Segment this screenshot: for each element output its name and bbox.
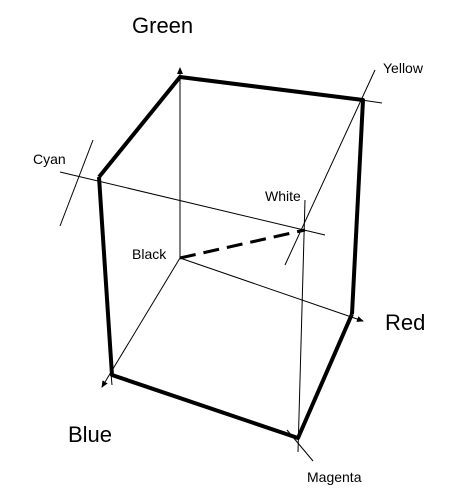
cyan-corner-label: Cyan — [33, 151, 66, 167]
yellow-corner-label: Yellow — [383, 60, 423, 76]
green-axis-label: Green — [132, 13, 194, 38]
cyan-to-white-edge — [59, 171, 326, 236]
black-to-white-dashed-line — [179, 228, 306, 260]
blue-axis-line — [101, 257, 181, 388]
blue-axis-label: Blue — [68, 422, 113, 447]
white-corner-label: White — [265, 188, 301, 204]
cube-outer-edges — [97, 75, 365, 315]
cube-front-edges — [97, 176, 354, 440]
red-axis-line — [179, 257, 364, 322]
magenta-corner-label: Magenta — [307, 469, 362, 485]
cyan-corner-tick — [59, 139, 94, 227]
magenta-to-white-edge — [297, 199, 306, 453]
red-axis-label: Red — [385, 310, 426, 335]
black-corner-label: Black — [132, 246, 167, 262]
